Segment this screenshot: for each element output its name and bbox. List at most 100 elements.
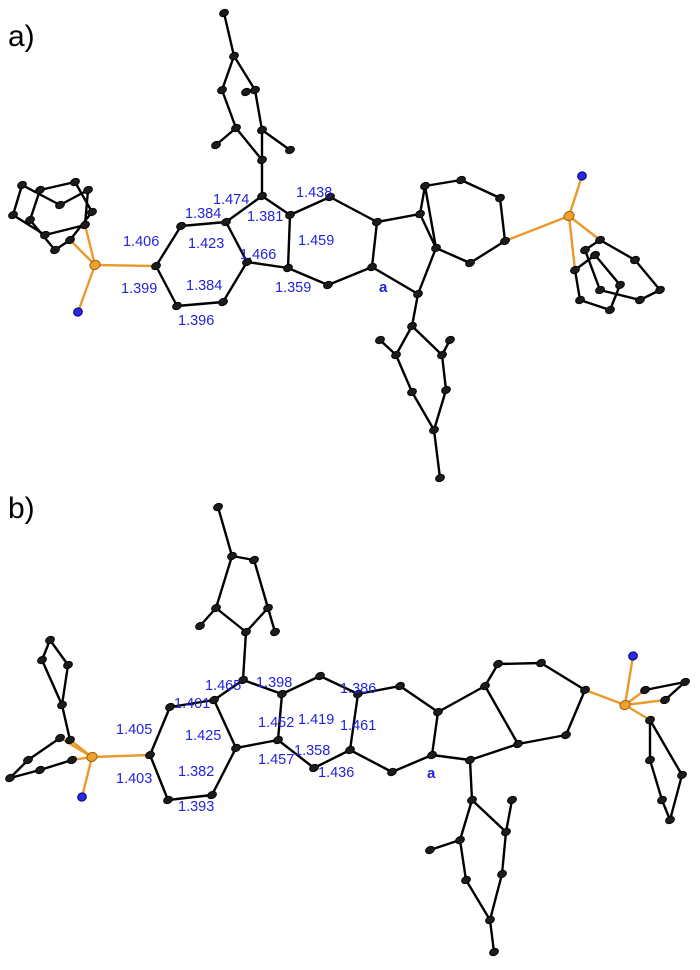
p-bond [583,688,627,707]
carbon-atom [375,335,385,345]
c-c-bond [468,239,507,265]
c-c-bond [500,830,508,876]
carbon-atom [595,235,605,245]
c-c-bond [154,224,183,268]
panel-a-bonds [11,11,662,480]
c-c-bond [468,742,520,762]
c-c-bond [288,195,332,217]
c-c-bond [216,505,234,558]
c-c-bond [212,678,245,702]
c-c-bond [234,126,264,162]
c-c-bond [440,353,448,392]
carbon-atom [615,280,625,290]
carbon-atom [257,125,267,135]
carbon-atom [431,243,441,253]
carbon-atom [536,658,546,668]
carbon-atom [367,262,377,272]
c-c-bond [276,692,284,742]
c-c-bond [356,684,402,696]
bond-length-label: 1.384 [185,206,221,222]
nitrogen-atom [628,651,638,661]
c-c-bond [252,558,270,610]
carbon-atom [67,755,77,765]
panel-b-atoms [5,502,690,957]
bond-length-label: 1.401 [174,696,210,712]
carbon-atom [493,659,503,669]
carbon-atom [467,795,477,805]
c-c-bond [464,878,492,922]
c-c-bond [286,213,292,270]
c-c-bond [280,674,322,696]
site-label-a: a [379,279,388,296]
carbon-atom [655,285,665,295]
c-c-bond [564,688,587,737]
panel-a-atoms [8,8,665,483]
c-c-bond [434,246,472,265]
c-c-bond [608,283,622,312]
carbon-atom [285,145,295,155]
carbon-atom [353,689,363,699]
c-c-bond [348,748,394,774]
c-c-bond [423,184,438,250]
carbon-atom [513,739,523,749]
bond-length-label: 1.474 [213,192,249,208]
c-c-bond [398,684,440,714]
carbon-atom [35,765,45,775]
c-c-bond [498,196,507,243]
carbon-atom [65,235,75,245]
carbon-atom [387,767,397,777]
bond-length-label: 1.465 [205,678,241,694]
p-bond [623,698,667,707]
p-bond [68,238,97,267]
c-c-bond [175,300,225,308]
bond-length-label: 1.461 [340,718,376,734]
carbon-atom [465,258,475,268]
c-c-bond [210,746,238,797]
c-c-bond [28,188,42,222]
carbon-atom [427,750,437,760]
carbon-atom [407,387,417,397]
carbon-atom [17,180,27,190]
c-c-bond [668,773,684,822]
carbon-atom [605,305,615,315]
bond-length-label: 1.459 [298,233,334,249]
c-c-bond [488,918,496,954]
c-c-bond [394,324,414,357]
bond-length-label: 1.405 [116,722,152,738]
c-c-bond [253,88,264,132]
carbon-atom [227,551,237,561]
carbon-atom [231,743,241,753]
c-c-bond [326,265,374,287]
bond-length-label: 1.403 [116,771,152,787]
bond-length-label: 1.466 [240,247,276,263]
c-c-bond [266,606,277,634]
c-c-bond [578,298,612,312]
nitrogen-atom [77,792,87,802]
carbon-atom [507,795,517,805]
carbon-atom [323,280,333,290]
c-c-bond [40,658,64,707]
c-c-bond [410,324,444,357]
c-c-bond [418,212,438,250]
carbon-atom [221,217,231,227]
c-c-bond [375,212,422,224]
c-c-bond [428,838,462,852]
c-c-bond [598,238,637,262]
carbon-atom [250,85,260,95]
carbon-atom [217,85,227,95]
c-c-bond [370,265,420,296]
c-c-bond [60,663,70,707]
carbon-atom [151,261,161,271]
carbon-atom [23,755,33,765]
carbon-atom [249,555,259,565]
c-c-bond [432,388,448,432]
c-c-bond [416,246,438,296]
c-c-bond [418,184,427,216]
c-c-bond [458,838,468,882]
carbon-atom [25,215,35,225]
carbon-atom [433,707,443,717]
carbon-atom [495,193,505,203]
